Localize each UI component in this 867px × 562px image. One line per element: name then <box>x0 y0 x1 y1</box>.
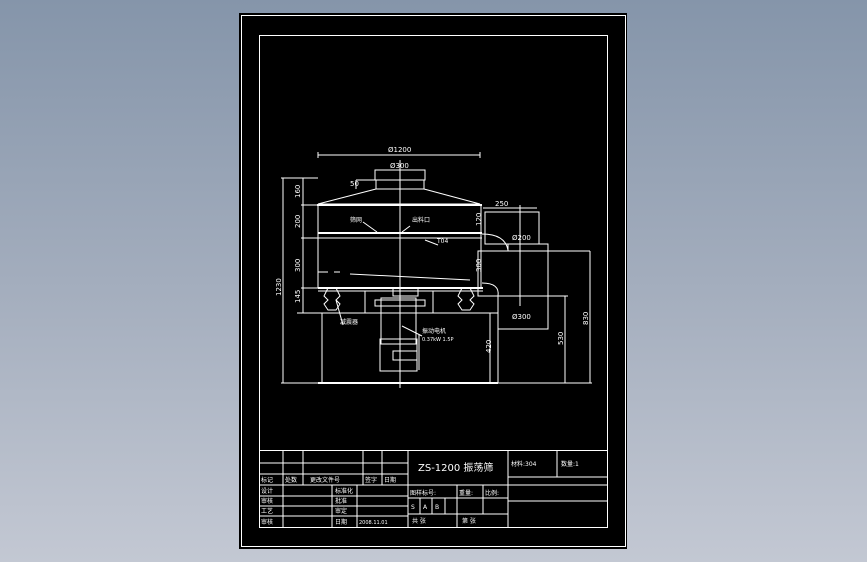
sheet-number: 第 张 <box>462 517 476 525</box>
rev-header-mark: 标记 <box>261 476 273 484</box>
signoff-role2: 审定 <box>335 507 347 515</box>
quantity: 数量:1 <box>561 460 579 468</box>
dim-inlet-height: 50 <box>350 180 359 188</box>
label-spring: 减震器 <box>340 318 358 326</box>
dim-outlet-height: 120 <box>475 213 483 226</box>
stage-s: S <box>411 504 415 511</box>
dim-frame-height: 200 <box>294 215 302 228</box>
spring-left <box>323 287 341 311</box>
label-outlet: 出料口 <box>412 216 430 224</box>
title-block <box>259 450 608 528</box>
signoff-role: 工艺 <box>261 507 273 515</box>
dim-base-height: 145 <box>294 290 302 303</box>
dim-lower-frame-height: 300 <box>294 259 302 272</box>
dim-motor-base: 420 <box>485 340 493 353</box>
signoff-date: 2008.11.01 <box>359 520 388 526</box>
drawing-title: ZS-1200 振荡筛 <box>418 461 493 474</box>
dim-830: 830 <box>582 312 590 325</box>
label-pad: T04 <box>436 238 448 245</box>
dim-top-diameter: Ø1200 <box>388 146 411 154</box>
signoff-role2: 标准化 <box>335 487 353 495</box>
rev-header-sign: 签字 <box>365 476 377 484</box>
dim-lower-outlet-height: 300 <box>475 259 483 272</box>
signoff-role2: 日期 <box>335 518 347 526</box>
stage-a: A <box>423 504 428 511</box>
outer-border <box>241 15 626 547</box>
inner-border <box>259 35 608 528</box>
dim-upper-outlet-diameter: Ø200 <box>512 234 531 242</box>
weight: 重量: <box>459 489 473 497</box>
label-screen: 筛网 <box>350 216 362 224</box>
drawing-number: 图样标号: <box>410 489 436 497</box>
rev-header-date: 日期 <box>384 476 396 484</box>
label-motor-spec: 0.37kW 1.5P <box>422 337 454 343</box>
cad-drawing[interactable]: Ø1200 Ø300 50 250 Ø200 Ø300 160 200 300 … <box>239 13 627 549</box>
scale: 比例: <box>485 489 499 497</box>
total-sheets: 共 张 <box>412 517 426 525</box>
spring-right <box>457 287 475 311</box>
material: 材料:304 <box>511 460 537 468</box>
rev-header-count: 处数 <box>285 476 297 484</box>
signoff-role: 设计 <box>261 487 273 495</box>
signoff-role: 审核 <box>261 518 273 526</box>
rev-header-doc: 更改文件号 <box>310 476 340 484</box>
dim-lid-height: 160 <box>294 185 302 198</box>
stage-b: B <box>435 504 439 511</box>
dim-530: 530 <box>557 332 565 345</box>
dim-outlet-offset: 250 <box>495 200 508 208</box>
dim-total-height: 1230 <box>275 278 283 296</box>
signoff-role2: 批准 <box>335 497 347 505</box>
drawing-sheet: Ø1200 Ø300 50 250 Ø200 Ø300 160 200 300 … <box>239 13 627 549</box>
dim-lower-outlet-diameter: Ø300 <box>512 313 531 321</box>
label-motor: 振动电机 <box>422 327 446 335</box>
dim-inlet-diameter: Ø300 <box>390 162 409 170</box>
signoff-role: 审核 <box>261 497 273 505</box>
